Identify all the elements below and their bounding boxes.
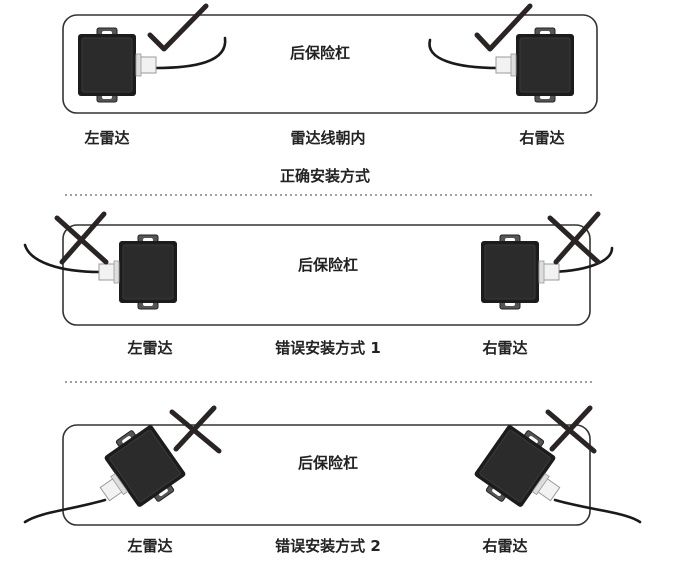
right-radar-cable — [428, 38, 500, 70]
correct-installation-caption: 正确安装方式 — [280, 167, 370, 185]
right-radar-label: 右雷达 — [482, 537, 527, 555]
rear-bumper-outline — [62, 224, 591, 326]
cross-icon — [169, 405, 222, 454]
bumper-label: 后保险杠 — [290, 44, 350, 62]
left-radar-cable — [153, 36, 227, 70]
cross-icon — [54, 211, 109, 265]
check-icon — [147, 3, 209, 52]
wrong-installation-1-caption: 错误安装方式 1 — [275, 339, 381, 357]
bumper-label: 后保险杠 — [298, 256, 358, 274]
left-radar-cable — [23, 243, 102, 274]
section-correct: 后保险杠 左雷达 雷达线朝内 右雷达 正确安装方式 — [62, 3, 598, 185]
wrong-installation-2-caption: 错误安装方式 2 — [275, 537, 381, 555]
right-radar-label: 右雷达 — [482, 339, 527, 357]
left-radar-label: 左雷达 — [83, 129, 129, 147]
cross-icon — [545, 405, 597, 454]
left-radar-label: 左雷达 — [126, 339, 172, 357]
right-radar-label: 右雷达 — [519, 129, 564, 147]
cable-direction-label: 雷达线朝内 — [290, 129, 365, 147]
rear-bumper-outline — [62, 14, 598, 114]
left-radar-label: 左雷达 — [126, 537, 172, 555]
right-radar-cable — [553, 498, 642, 524]
check-icon — [474, 3, 533, 52]
cross-icon — [547, 211, 601, 265]
section-wrong-1: 后保险杠 左雷达 错误安装方式 1 右雷达 — [23, 211, 614, 357]
left-radar-cable — [23, 498, 107, 524]
section-wrong-2: 后保险杠 左雷达 错误安装方式 2 右雷达 — [23, 405, 642, 555]
bumper-label: 后保险杠 — [298, 454, 358, 472]
rear-bumper-outline — [62, 424, 591, 526]
